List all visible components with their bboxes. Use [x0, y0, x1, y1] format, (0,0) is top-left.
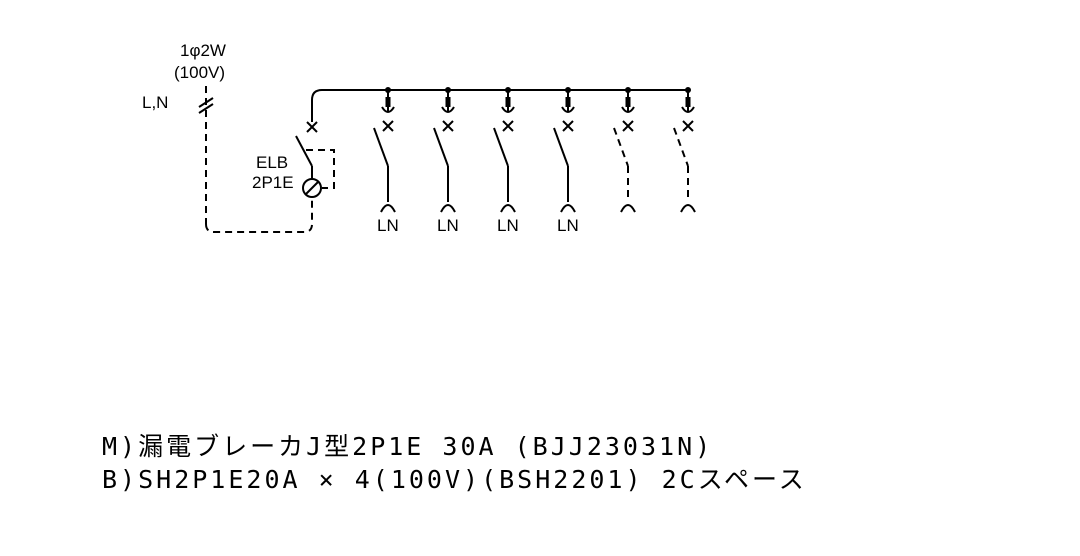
branch-load-label: LN [437, 216, 459, 235]
note-main-breaker: M)漏電ブレーカJ型2P1E 30A (BJJ23031N) [102, 432, 713, 461]
incoming-feeder [198, 86, 313, 233]
supply-conductors-label: L,N [142, 93, 168, 112]
branch-load-label: LN [377, 216, 399, 235]
main-breaker-type-label: ELB [256, 153, 288, 172]
branch-circuits: LN LN LN LN [373, 87, 696, 235]
branch-circuit: LN [553, 87, 579, 235]
main-elb-breaker [295, 89, 686, 198]
branch-circuit [673, 87, 696, 213]
supply-phase-label: 1φ2W [180, 41, 226, 60]
branch-circuit: LN [433, 87, 459, 235]
main-breaker-poles-label: 2P1E [252, 173, 294, 192]
branch-circuit [613, 87, 636, 213]
branch-circuit: LN [493, 87, 519, 235]
supply-voltage-label: (100V) [174, 63, 225, 82]
branch-load-label: LN [557, 216, 579, 235]
branch-circuit: LN [373, 87, 399, 235]
branch-load-label: LN [497, 216, 519, 235]
note-branch-breakers: B)SH2P1E20A × 4(100V)(BSH2201) 2Cスペース [102, 465, 807, 494]
